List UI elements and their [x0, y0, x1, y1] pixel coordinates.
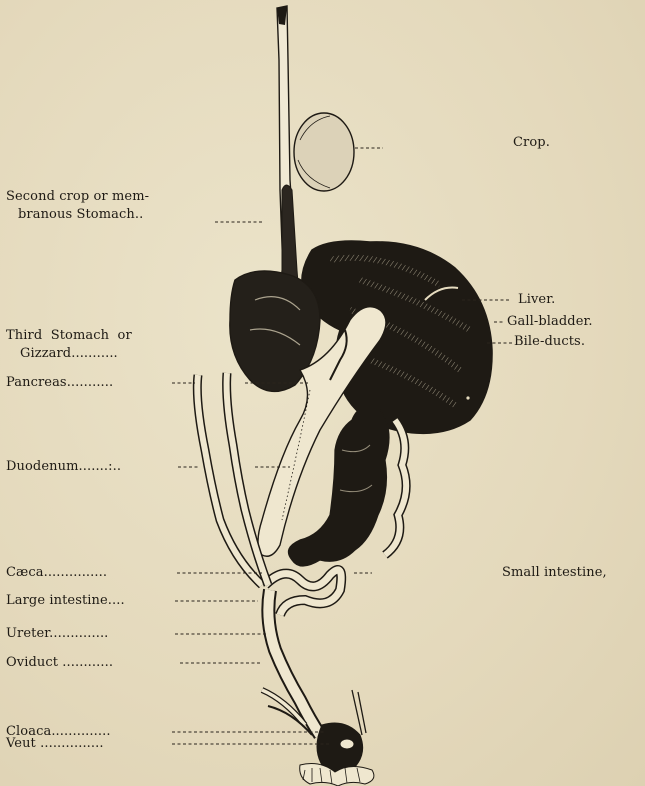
- label-pancreas: Pancreas...........: [6, 374, 113, 391]
- label-caeca: Cæca...............: [6, 564, 107, 581]
- label-third-stomach-line2: Gizzard...........: [20, 345, 118, 362]
- label-gall-bladder: Gall-bladder.: [507, 313, 593, 330]
- label-vent: Veut ...............: [6, 735, 104, 752]
- label-duodenum: Duodenum.......:..: [6, 458, 121, 475]
- label-second-crop-line1: Second crop or mem-: [6, 188, 149, 205]
- crop: [294, 113, 354, 191]
- label-second-crop-line2: branous Stomach..: [18, 206, 143, 223]
- label-ureter: Ureter..............: [6, 625, 108, 642]
- label-third-stomach-line1: Third Stomach or: [6, 327, 132, 344]
- label-large-intestine: Large intestine....: [6, 592, 125, 609]
- label-bile-ducts: Bile-ducts.: [514, 333, 585, 350]
- label-small-intestine: Small intestine,: [502, 564, 607, 581]
- label-liver: Liver.: [518, 291, 555, 308]
- label-crop: Crop.: [513, 134, 550, 151]
- label-oviduct: Oviduct ............: [6, 654, 113, 671]
